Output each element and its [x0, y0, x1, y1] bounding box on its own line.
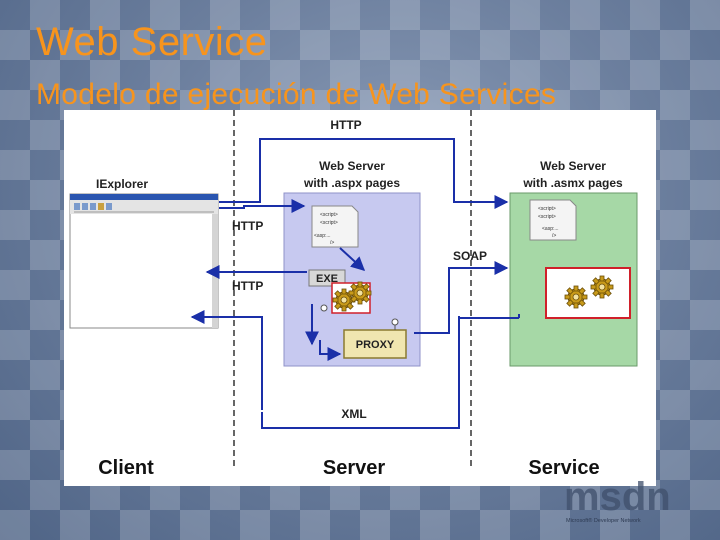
service-box-title-line2: with .asmx pages	[522, 176, 623, 190]
svg-text:<asp:...: <asp:...	[314, 233, 331, 239]
msdn-logo: msdn Microsoft® Developer Network	[562, 470, 702, 530]
proxy-box	[343, 329, 407, 359]
service-logic-highlight	[545, 267, 631, 319]
diagram-canvas: Web Server with .asmx pages <script> <sc…	[69, 110, 638, 479]
svg-text:Microsoft® Developer Network: Microsoft® Developer Network	[566, 517, 641, 524]
page-to-exe-arrow	[339, 247, 366, 271]
top-http-arrow	[219, 138, 509, 209]
top-http-label: HTTP	[330, 118, 361, 132]
architecture-diagram: Web Server with .asmx pages <script> <sc…	[64, 110, 656, 486]
exe-box	[308, 269, 346, 287]
exe-label: EXE	[316, 273, 338, 285]
proxy-port-icon	[391, 318, 399, 326]
server-box-title-line1: Web Server	[319, 159, 385, 173]
soap-request-arrow	[414, 261, 509, 334]
xml-label: XML	[341, 407, 366, 421]
svg-text:/>: />	[552, 233, 556, 239]
proxy-label: PROXY	[356, 339, 395, 351]
service-box-title-line1: Web Server	[540, 159, 606, 173]
svg-text:/>: />	[330, 240, 334, 246]
service-gear-small-icon	[590, 275, 614, 299]
http-request-label: HTTP	[232, 219, 263, 233]
svg-text:msdn: msdn	[564, 475, 671, 519]
slide-title: Web Service	[36, 20, 268, 64]
client-app-label: IExplorer	[96, 177, 148, 191]
svg-text:<asp:...: <asp:...	[542, 226, 559, 232]
server-page-document: <script> <script> <asp:... />	[311, 205, 359, 248]
zone-label-service: Service	[528, 457, 599, 479]
svg-text:<script>: <script>	[538, 214, 556, 220]
zone-label-server: Server	[323, 457, 385, 479]
proxy-to-exe-arrow	[319, 340, 342, 361]
svg-text:<script>: <script>	[320, 212, 338, 218]
xml-to-client-arrow	[190, 310, 263, 410]
service-gear-icon	[564, 285, 588, 309]
xml-response-line	[261, 317, 519, 429]
http-request-arrow	[219, 199, 306, 213]
svg-text:<script>: <script>	[320, 220, 338, 226]
browser-window-icon	[69, 193, 219, 329]
svg-text:<script>: <script>	[538, 206, 556, 212]
http-response-label: HTTP	[232, 279, 263, 293]
zone-label-client: Client	[98, 457, 154, 479]
slide-subtitle: Modelo de ejecución de Web Services	[36, 78, 557, 111]
soap-label: SOAP	[453, 249, 487, 263]
exe-port-icon	[320, 304, 328, 312]
exe-gear-small-icon	[348, 281, 372, 305]
service-page-document: <script> <script> <asp:... />	[529, 199, 577, 241]
server-box-title-line2: with .aspx pages	[303, 176, 400, 190]
